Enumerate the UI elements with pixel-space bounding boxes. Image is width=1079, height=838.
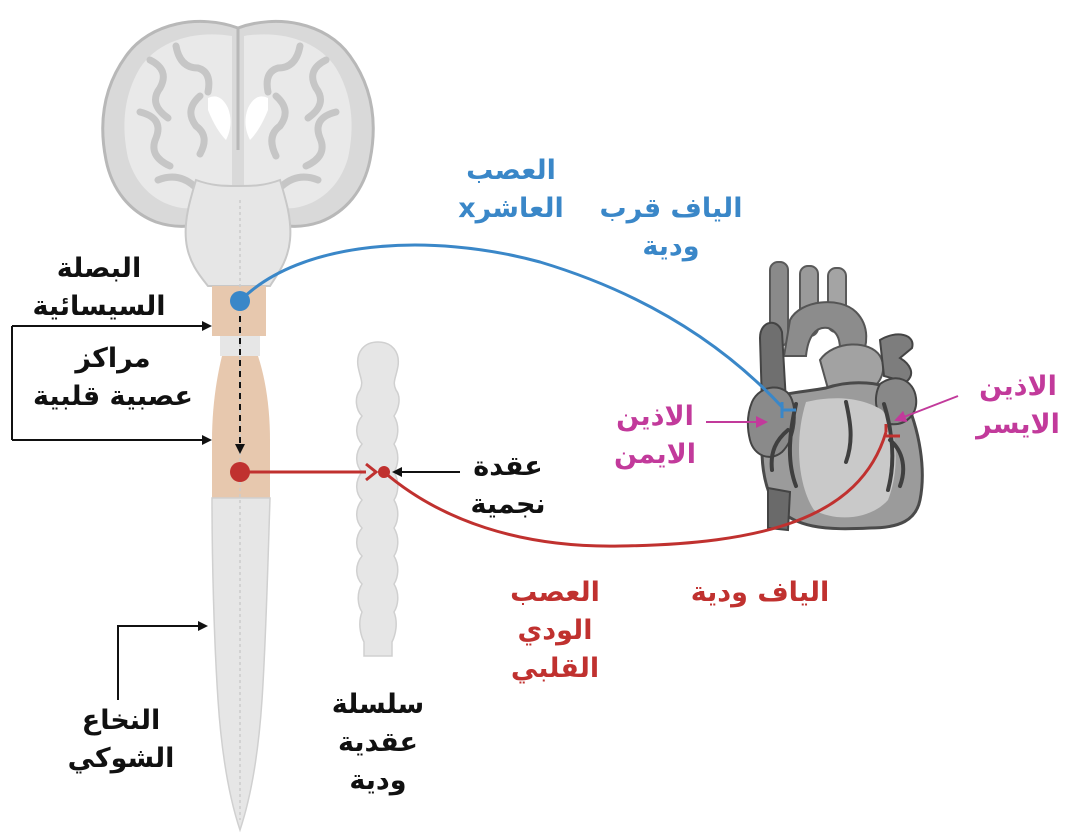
right-atrium-label: الاذين الايمن xyxy=(590,398,720,474)
sympathetic-fibers-label: الياف ودية xyxy=(676,574,844,612)
medulla-label: البصلة السيسائية xyxy=(14,250,184,326)
sympathetic-chain-shape xyxy=(356,342,399,656)
vagus-nerve-label: العصب العاشرx xyxy=(436,152,586,228)
spinal-cord-label: النخاع الشوكي xyxy=(36,702,206,778)
vagus-nerve-line xyxy=(240,245,783,408)
parasympathetic-fibers-label: الياف قرب ودية xyxy=(586,190,756,266)
sympathetic-origin-dot xyxy=(230,462,250,482)
left-pulmonary-veins xyxy=(880,334,913,382)
sympathetic-chain xyxy=(356,342,399,656)
sympathetic-chain-label: سلسلة عقدية ودية xyxy=(300,686,456,800)
cardiac-sympathetic-nerve-label: العصب الودي القلبي xyxy=(480,574,630,688)
spinal-cord-pointer xyxy=(118,626,206,700)
vagus-origin-dot xyxy=(230,291,250,311)
stellate-ganglion-label: عقدة نجمية xyxy=(440,448,576,524)
brainstem xyxy=(186,180,291,286)
vagus-pathway xyxy=(230,245,796,418)
cardiac-centers-label: مراكز عصبية قلبية xyxy=(18,340,208,416)
spinal-cord xyxy=(212,498,270,830)
heart-illustration xyxy=(748,262,922,530)
left-atrium-label: الاذين الايسر xyxy=(960,368,1076,444)
